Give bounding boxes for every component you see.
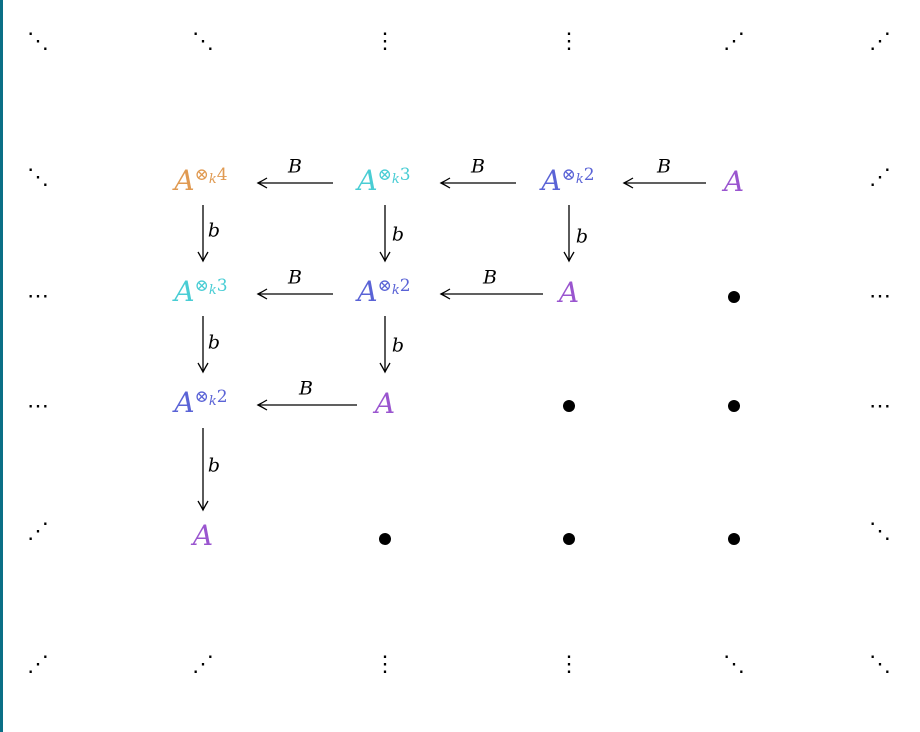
node-A: A: [192, 519, 214, 552]
node-A-tensor-4: A⊗k4: [174, 164, 228, 197]
node-A: A: [723, 165, 745, 198]
ellipsis-diag-up: ⋰: [192, 652, 214, 677]
ellipsis-diag-down: ⋱: [869, 652, 891, 677]
ellipsis-diag-down: ⋱: [869, 519, 891, 544]
label-B: B: [288, 155, 302, 178]
ellipsis-horizontal: ⋯: [27, 284, 49, 309]
ellipsis-diag-down: ⋱: [192, 29, 214, 54]
ellipsis-horizontal: ⋯: [869, 284, 891, 309]
ellipsis-diag-down: ⋱: [27, 165, 49, 190]
label-B: B: [657, 155, 671, 178]
label-B: B: [471, 155, 485, 178]
bullet-dot: [379, 533, 391, 545]
label-b: b: [207, 454, 221, 477]
left-edge-bar: [0, 0, 3, 732]
ellipsis-diag-up: ⋰: [27, 519, 49, 544]
label-b: b: [575, 225, 589, 248]
node-A-tensor-3: A⊗k3: [174, 275, 228, 308]
node-A-tensor-2: A⊗k2: [174, 386, 228, 419]
ellipsis-vertical: ⋮: [558, 29, 580, 54]
bullet-dot: [728, 291, 740, 303]
ellipsis-horizontal: ⋯: [27, 394, 49, 419]
ellipsis-diag-up: ⋰: [869, 165, 891, 190]
label-b: b: [391, 334, 405, 357]
bullet-dot: [563, 400, 575, 412]
ellipsis-vertical: ⋮: [374, 29, 396, 54]
ellipsis-vertical: ⋮: [374, 652, 396, 677]
node-A-tensor-2: A⊗k2: [357, 275, 411, 308]
ellipsis-vertical: ⋮: [558, 652, 580, 677]
bullet-dot: [728, 400, 740, 412]
ellipsis-diag-up: ⋰: [27, 652, 49, 677]
ellipsis-diag-up: ⋰: [869, 29, 891, 54]
bullet-dot: [728, 533, 740, 545]
label-B: B: [483, 266, 497, 289]
label-B: B: [299, 377, 313, 400]
node-A-tensor-3: A⊗k3: [357, 164, 411, 197]
bullet-dot: [563, 533, 575, 545]
ellipsis-horizontal: ⋯: [869, 394, 891, 419]
node-A: A: [558, 276, 580, 309]
label-b: b: [207, 219, 221, 242]
node-A: A: [374, 387, 396, 420]
label-b: b: [207, 331, 221, 354]
ellipsis-diag-up: ⋰: [723, 29, 745, 54]
label-b: b: [391, 223, 405, 246]
label-B: B: [288, 266, 302, 289]
ellipsis-diag-down: ⋱: [27, 29, 49, 54]
node-A-tensor-2: A⊗k2: [541, 164, 595, 197]
ellipsis-diag-down: ⋱: [723, 652, 745, 677]
